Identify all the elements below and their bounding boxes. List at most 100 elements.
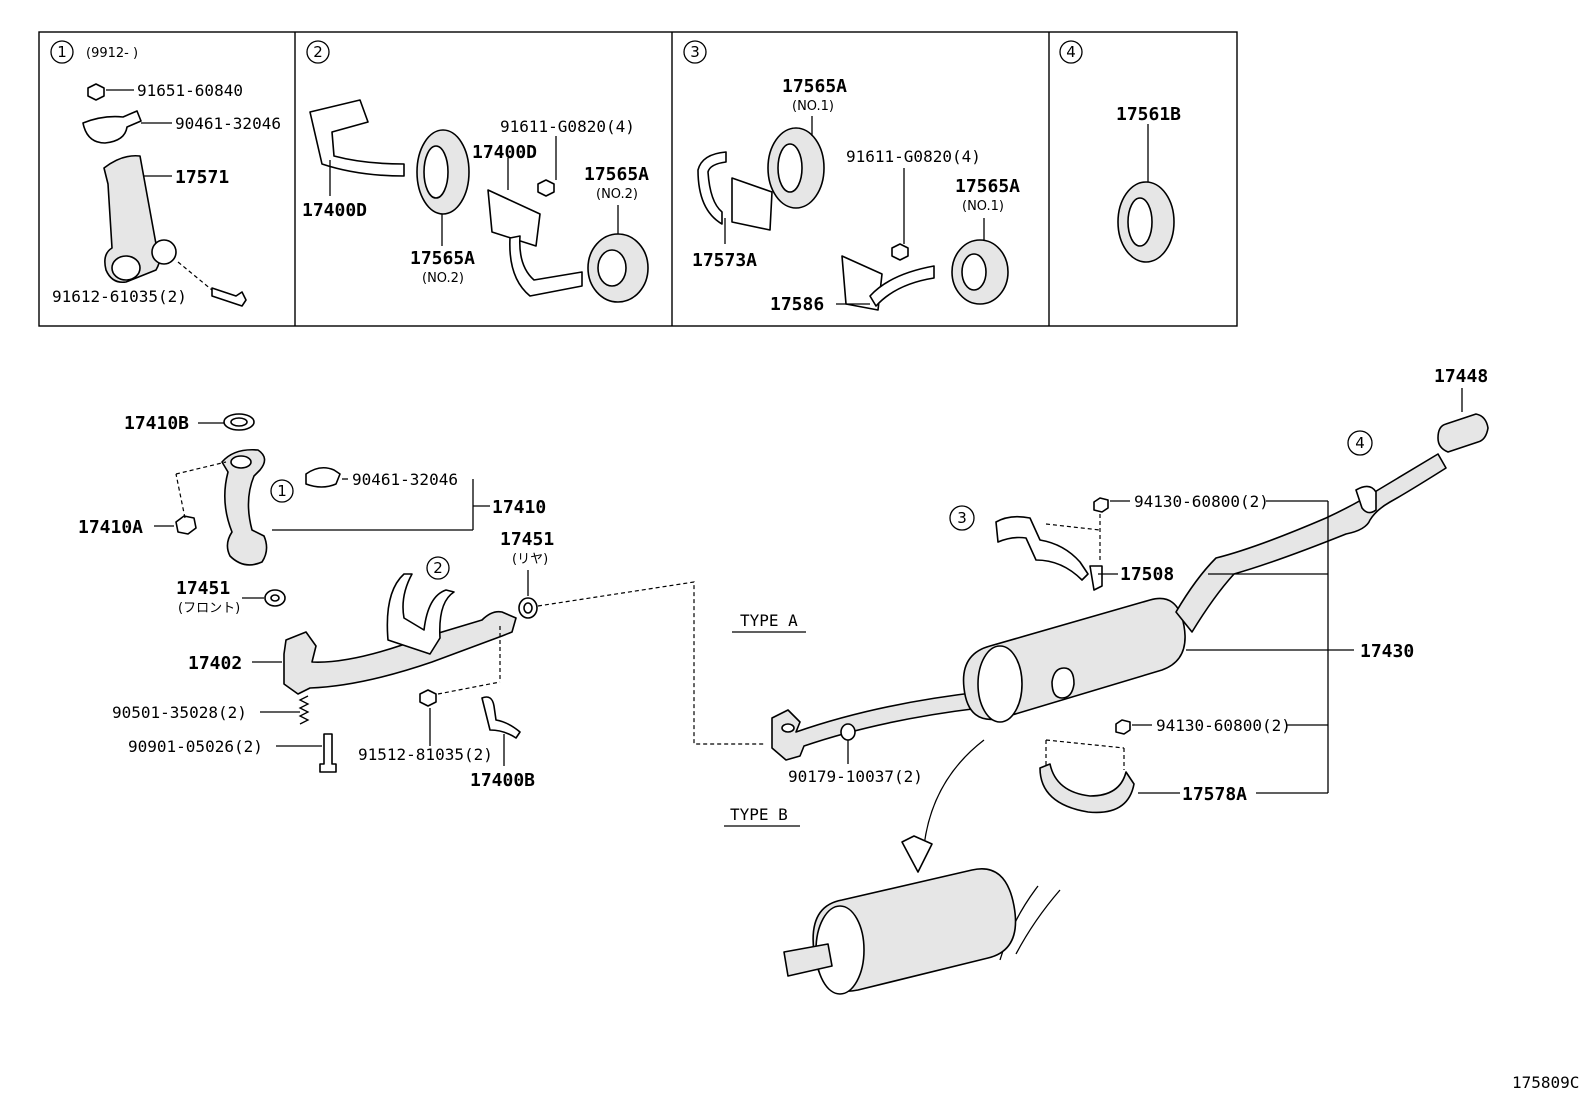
hanger-rod-icon: [509, 235, 583, 297]
part-label[interactable]: 91512-81035(2): [358, 745, 493, 764]
inset-number: 3: [690, 43, 700, 61]
part-label[interactable]: 94130-60800(2): [1134, 492, 1269, 511]
callout-number: 4: [1355, 434, 1365, 452]
inset-number: 2: [313, 43, 323, 61]
part-label[interactable]: 17586: [770, 294, 824, 315]
part-label[interactable]: 17565A: [955, 176, 1020, 197]
part-label[interactable]: 17508: [1120, 564, 1174, 585]
inset-panel: [38, 31, 1238, 327]
inset-number-badge: [683, 40, 707, 64]
inset-4: 4 17561B: [1059, 40, 1181, 263]
spring-icon: [298, 695, 310, 725]
inset-number-badge: [306, 40, 330, 64]
inset-3: 3 17565A (NO.1) 17573A 91611-G0820(4) 17…: [683, 40, 1020, 315]
part-label[interactable]: 17402: [188, 653, 242, 674]
part-label[interactable]: 17430: [1360, 641, 1414, 662]
bolt-icon: [319, 733, 337, 773]
part-label[interactable]: 17400D: [302, 200, 367, 221]
inlet-pipe-icon: [771, 691, 981, 761]
muffler-assembly-type-a: TYPE A 90179-10037(2) 4 17448 3 94130-60…: [732, 366, 1489, 814]
nut-icon: [840, 723, 856, 741]
part-label[interactable]: 17573A: [692, 250, 757, 271]
inset-1: 1 (9912- ) 91651-60840 90461-32046 17571…: [50, 40, 281, 307]
type-label: TYPE B: [730, 805, 788, 824]
part-label[interactable]: 90501-35028(2): [112, 703, 247, 722]
callout-badge: [949, 505, 975, 531]
hanger-rod-icon: [869, 265, 935, 307]
part-label[interactable]: 17578A: [1182, 784, 1247, 805]
part-label[interactable]: 90901-05026(2): [128, 737, 263, 756]
part-label[interactable]: 17410A: [78, 517, 143, 538]
inset-note: (9912- ): [86, 46, 138, 61]
type-label: TYPE A: [740, 611, 798, 630]
part-label[interactable]: 17571: [175, 167, 229, 188]
part-label[interactable]: 17448: [1434, 366, 1488, 387]
exhaust-pipe-icon: [221, 448, 268, 566]
nut-icon: [175, 515, 197, 535]
part-sublabel: (NO.1): [962, 199, 1004, 214]
part-label[interactable]: 90461-32046: [352, 470, 458, 489]
part-label[interactable]: 90179-10037(2): [788, 767, 923, 786]
part-label[interactable]: 90461-32046: [175, 114, 281, 133]
bracket-icon: [103, 154, 161, 284]
part-label[interactable]: 17451: [500, 529, 554, 550]
part-label[interactable]: 17400D: [472, 142, 537, 163]
nut-icon: [1093, 497, 1109, 513]
part-label[interactable]: 91651-60840: [137, 81, 243, 100]
muffler-type-b: TYPE B: [724, 739, 1061, 995]
part-sublabel: (NO.2): [596, 187, 638, 202]
clamp-icon: [82, 110, 142, 144]
callout-number: 2: [433, 559, 443, 577]
bolt-icon: [537, 179, 555, 197]
part-label[interactable]: 17565A: [782, 76, 847, 97]
part-label[interactable]: 17451: [176, 578, 230, 599]
bolt-icon: [211, 287, 247, 307]
part-label[interactable]: 17410: [492, 497, 546, 518]
hanger-bracket-icon: [731, 177, 773, 231]
part-sublabel: (フロント): [178, 601, 240, 616]
part-label[interactable]: 17561B: [1116, 104, 1181, 125]
part-label[interactable]: 94130-60800(2): [1156, 716, 1291, 735]
part-label[interactable]: 91611-G0820(4): [500, 117, 635, 136]
part-label[interactable]: 91612-61035(2): [52, 287, 187, 306]
hanger-rod-icon: [697, 151, 727, 225]
callout-number: 3: [957, 509, 967, 527]
callout-badge: [1347, 430, 1373, 456]
part-sublabel: (NO.2): [422, 271, 464, 286]
part-label[interactable]: 17565A: [584, 164, 649, 185]
muffler-strap-icon: [1039, 763, 1135, 814]
tail-pipe-icon: [1175, 453, 1447, 633]
inset-2: 2 17400D 17565A (NO.2) 17400D 91611-G082…: [302, 40, 649, 303]
hanger-rod-icon: [995, 515, 1089, 581]
bolt-icon: [419, 689, 437, 707]
callout-badge: [426, 556, 450, 580]
hanger-bracket-icon: [481, 696, 521, 739]
figure-id: 175809C: [1512, 1073, 1579, 1092]
part-label[interactable]: 17565A: [410, 248, 475, 269]
bolt-icon: [87, 83, 105, 101]
exhaust-pipe-icon: [283, 610, 517, 695]
hanger-bracket-icon: [1089, 565, 1103, 591]
inset-number: 4: [1066, 43, 1076, 61]
bolt-icon: [891, 243, 909, 261]
arrow-icon: [923, 739, 985, 847]
part-label[interactable]: 17410B: [124, 413, 189, 434]
inset-number: 1: [57, 43, 67, 61]
clamp-icon: [305, 466, 341, 488]
front-pipe-assembly: 17410B 17410A 90461-32046 17410 1 17451 …: [78, 413, 766, 791]
hanger-bracket-icon: [487, 189, 541, 247]
part-sublabel: (リヤ): [512, 552, 548, 567]
nut-icon: [1115, 719, 1131, 735]
hanger-bracket-icon: [309, 99, 405, 177]
callout-number: 1: [277, 482, 287, 500]
inset-number-badge: [50, 40, 74, 64]
callout-badge: [270, 479, 294, 503]
inset-number-badge: [1059, 40, 1083, 64]
part-label[interactable]: 91611-G0820(4): [846, 147, 981, 166]
exhaust-tip-icon: [1437, 413, 1489, 453]
part-sublabel: (NO.1): [792, 99, 834, 114]
part-label[interactable]: 17400B: [470, 770, 535, 791]
hanger-bracket-icon: [386, 573, 455, 655]
inlet-pipe-icon: [783, 943, 833, 977]
